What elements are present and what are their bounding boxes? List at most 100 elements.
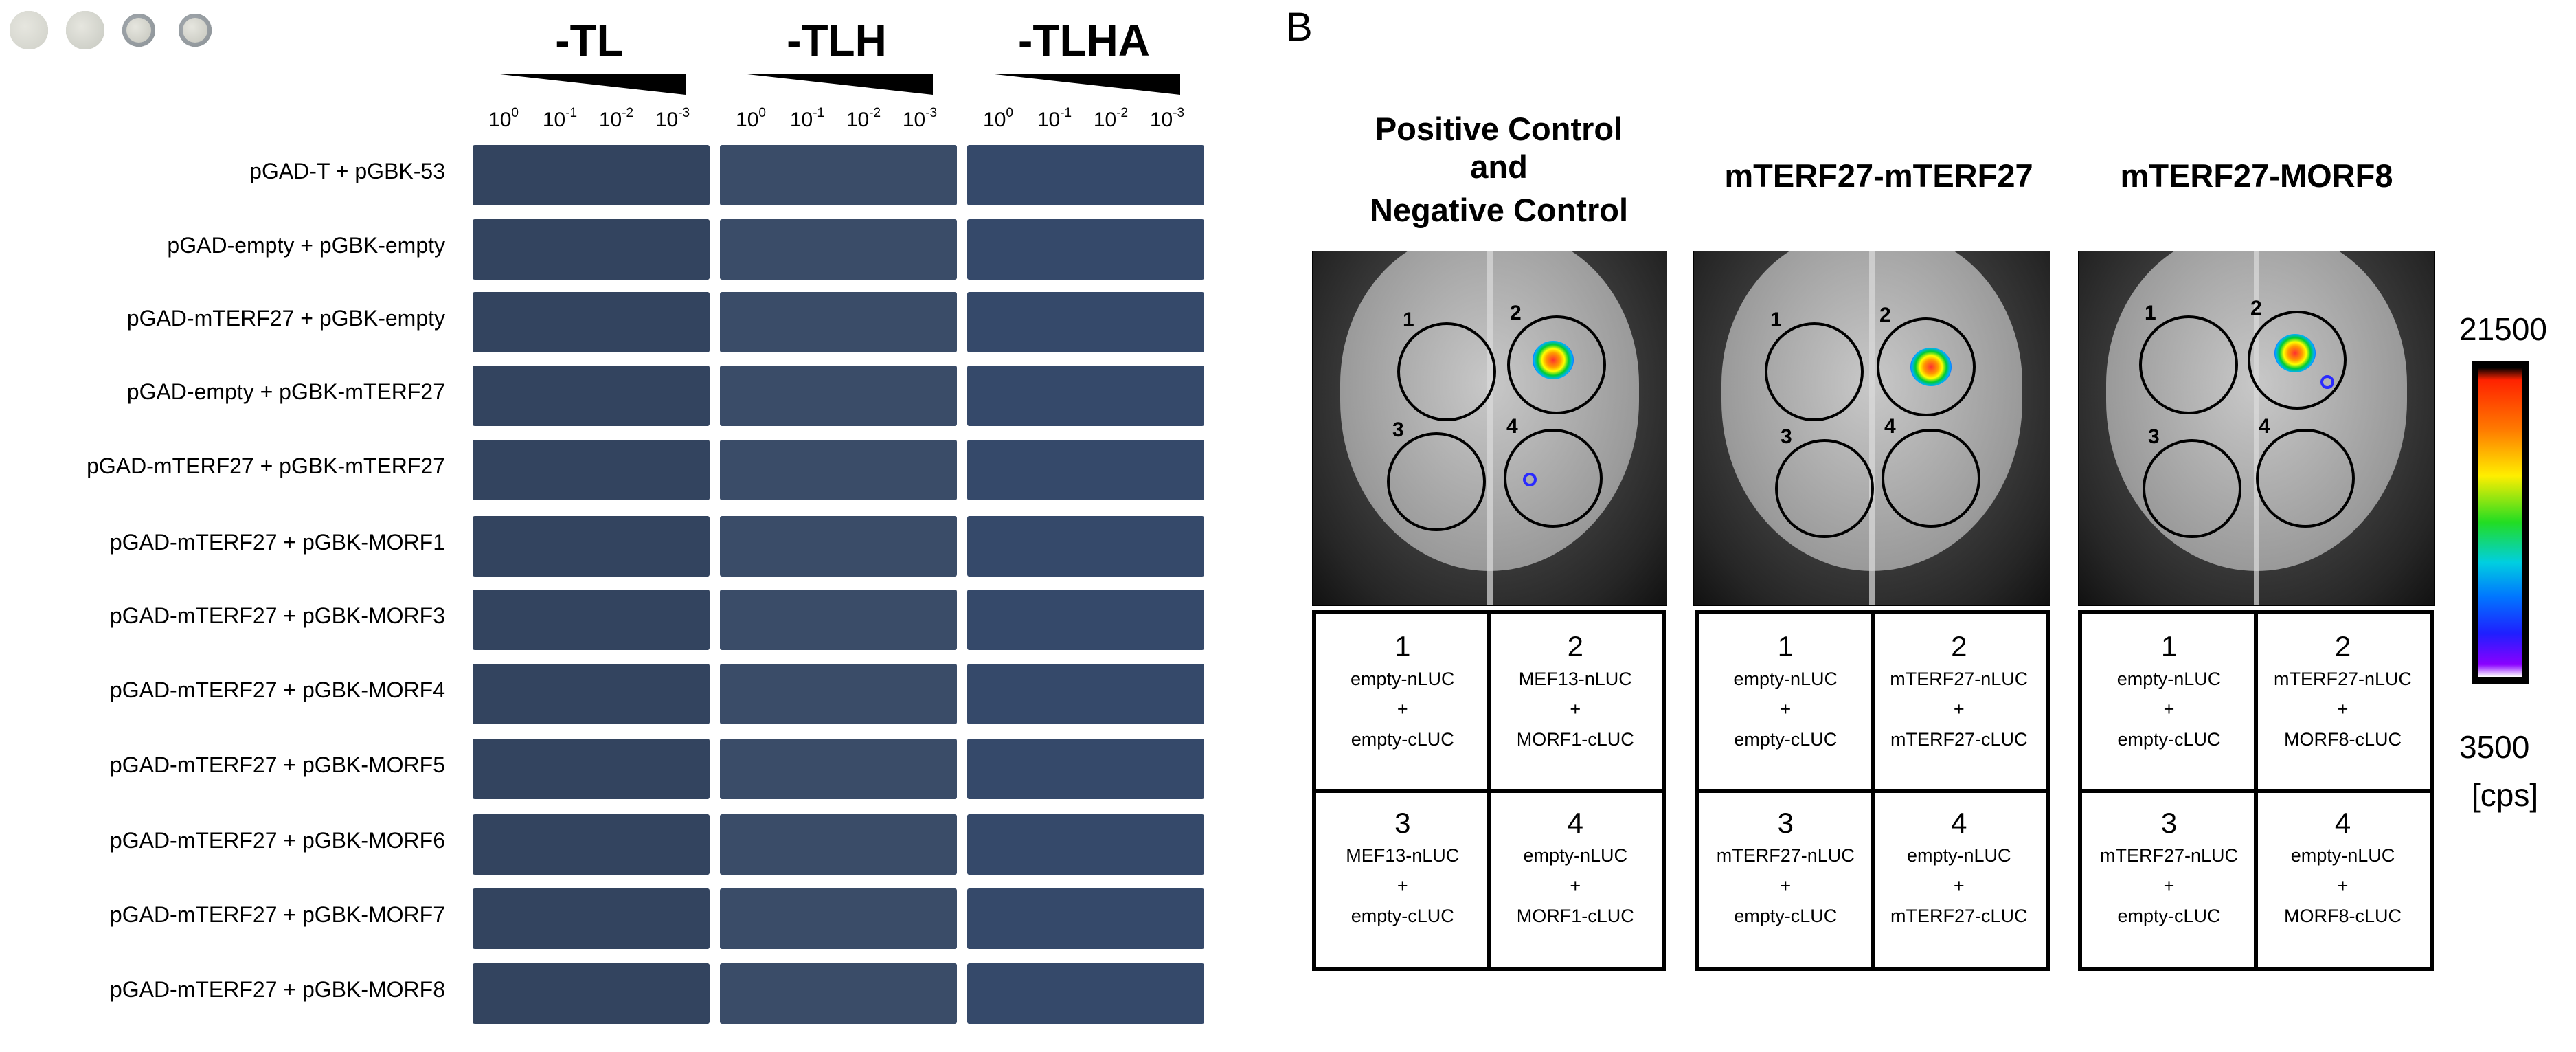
cell-plus: +: [1780, 875, 1792, 896]
cell-construct-b: empty-cLUC: [1734, 729, 1838, 750]
spot-number-0-3: 4: [1506, 415, 1518, 438]
condition-header-2: -TLHA: [1018, 16, 1150, 65]
spot-circle-1-2: [1775, 439, 1874, 538]
plate-9-0: [473, 814, 710, 875]
row-label-11: pGAD-mTERF27 + pGBK-MORF8: [109, 977, 445, 1002]
cell-construct-b: MORF1-cLUC: [1516, 729, 1634, 750]
dilution-exponent: -3: [1173, 106, 1185, 120]
dilution-label-1-1: 10-1: [776, 106, 838, 132]
dilution-wedge-2: [995, 74, 1180, 95]
spot-number-1-3: 4: [1884, 415, 1896, 438]
dilution-exponent: -2: [1116, 106, 1129, 120]
plate-1-2: [967, 219, 1204, 280]
cell-construct-b: empty-cLUC: [2117, 905, 2221, 926]
dilution-wedge-0: [500, 74, 686, 95]
cell-construct-b: empty-cLUC: [2117, 729, 2221, 750]
plate-0-0: [473, 145, 710, 205]
spot-number-1-1: 2: [1879, 304, 1891, 326]
plate-5-2: [967, 516, 1204, 577]
dilution-base: 10: [655, 109, 679, 131]
spot-number-0-0: 1: [1403, 309, 1414, 331]
condition-header-0: -TL: [555, 16, 624, 65]
dilution-exponent: -3: [925, 106, 938, 120]
plate-5-1: [720, 516, 957, 577]
plate-8-2: [967, 739, 1204, 799]
row-label-6: pGAD-mTERF27 + pGBK-MORF3: [109, 603, 445, 628]
row-label-1: pGAD-empty + pGBK-empty: [167, 233, 445, 258]
spot-circle-1-3: [1882, 429, 1980, 528]
plate-7-2: [967, 664, 1204, 724]
dilution-base: 10: [902, 109, 926, 131]
spot-number-0-2: 3: [1392, 418, 1404, 441]
leaf-image-0: 1 2 3 4: [1312, 251, 1667, 606]
dilution-base: 10: [542, 109, 566, 131]
cell-construct-b: mTERF27-cLUC: [1890, 729, 2028, 750]
plate-4-2: [967, 440, 1204, 500]
row-label-10: pGAD-mTERF27 + pGBK-MORF7: [109, 902, 445, 927]
dilution-exponent: -1: [813, 106, 825, 120]
cell-construct-a: mTERF27-nLUC: [2273, 669, 2413, 689]
dilution-base: 10: [846, 109, 870, 131]
plate-6-0: [473, 590, 710, 650]
spot-number-0-1: 2: [1510, 302, 1522, 324]
spot-number-1-0: 1: [1770, 309, 1782, 331]
dilution-base: 10: [736, 109, 759, 131]
column-title-1-0: mTERF27-mTERF27: [1724, 157, 2033, 194]
dilution-base: 10: [789, 109, 813, 131]
plate-6-2: [967, 590, 1204, 650]
dilution-label-1-3: 10-3: [889, 106, 951, 132]
spot-number-2-3: 4: [2259, 415, 2270, 438]
row-label-3: pGAD-empty + pGBK-mTERF27: [126, 379, 445, 404]
cell-construct-a: empty-nLUC: [1350, 669, 1455, 689]
dilution-exponent: -1: [1060, 106, 1072, 120]
cell-plus: +: [2163, 699, 2175, 719]
row-label-5: pGAD-mTERF27 + pGBK-MORF1: [109, 530, 445, 555]
luminescence-signal-0: [1533, 341, 1574, 379]
plate-10-2: [967, 888, 1204, 949]
dilution-label-0-3: 10-3: [642, 106, 703, 132]
dilution-label-0-2: 10-2: [585, 106, 647, 132]
scale-min-label: 3500: [2459, 729, 2530, 765]
plate-2-0: [473, 292, 710, 352]
plate-7-0: [473, 664, 710, 724]
spot-circle-2-3: [2256, 429, 2355, 528]
leaf-midrib: [1487, 251, 1493, 605]
dilution-label-2-1: 10-1: [1024, 106, 1085, 132]
column-title-0-0: Positive Control: [1375, 111, 1623, 147]
row-label-7: pGAD-mTERF27 + pGBK-MORF4: [109, 678, 445, 702]
cell-plus: +: [1397, 699, 1408, 719]
luminescence-trace-2-1: [2320, 375, 2334, 389]
cell-construct-b: empty-cLUC: [1351, 729, 1454, 750]
table-divider-h: [1316, 788, 1662, 793]
spot-number-2-1: 2: [2250, 297, 2262, 320]
cell-number: 1: [2160, 630, 2178, 662]
dilution-label-2-0: 100: [967, 106, 1029, 132]
spot-number-2-2: 3: [2148, 425, 2160, 448]
dilution-base: 10: [1037, 109, 1061, 131]
dilution-label-2-3: 10-3: [1136, 106, 1198, 132]
plate-6-1: [720, 590, 957, 650]
plate-11-0: [473, 963, 710, 1024]
cell-plus: +: [1397, 875, 1408, 896]
cell-construct-a: empty-nLUC: [2290, 844, 2395, 866]
dilution-base: 10: [1093, 109, 1117, 131]
plate-4-1: [720, 440, 957, 500]
cell-number: 1: [1394, 630, 1411, 662]
colony-11-1-1: [66, 11, 104, 49]
dilution-label-2-2: 10-2: [1080, 106, 1142, 132]
plate-3-0: [473, 366, 710, 426]
cell-number: 2: [2334, 630, 2351, 662]
spot-circle-0-0: [1397, 322, 1496, 421]
cell-construct-b: MORF1-cLUC: [1516, 905, 1634, 926]
dilution-exponent: 0: [1006, 106, 1013, 120]
cell-construct-a: mTERF27-nLUC: [1890, 669, 2029, 689]
scale-unit-label: [cps]: [2472, 777, 2539, 813]
cell-plus: +: [1570, 699, 1581, 719]
